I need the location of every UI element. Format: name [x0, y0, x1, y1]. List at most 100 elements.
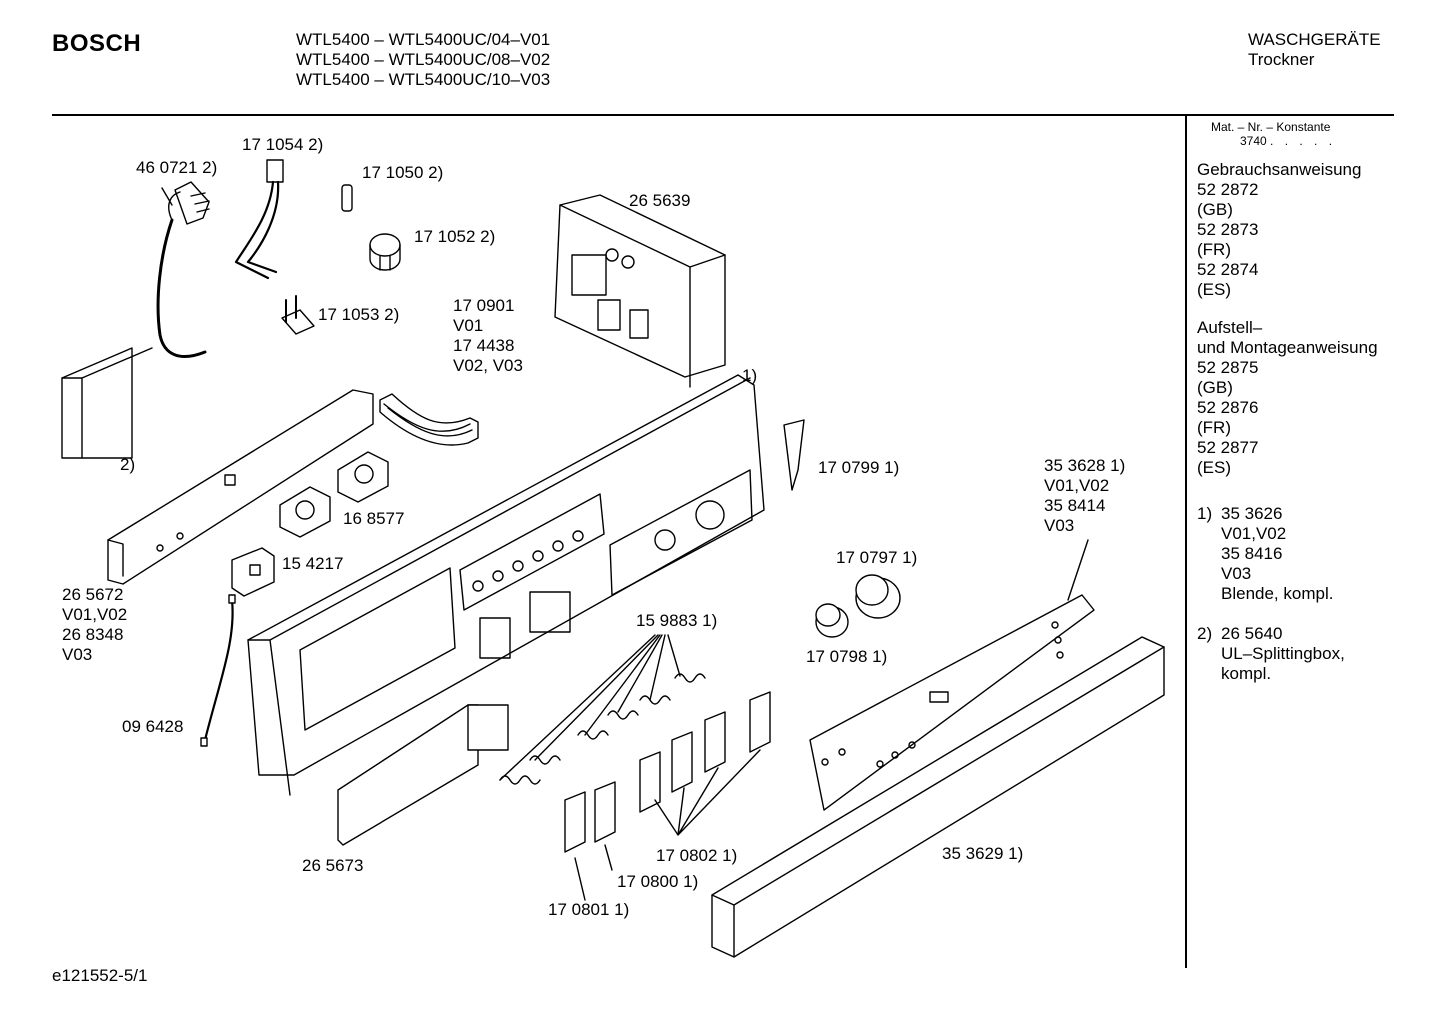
model-line: WTL5400 – WTL5400UC/04–V01: [296, 30, 551, 49]
install-title: Aufstell–: [1197, 318, 1263, 337]
part-label: 17 0798 1): [806, 647, 888, 666]
model-line: WTL5400 – WTL5400UC/10–V03: [296, 70, 551, 89]
footnote-line: 35 8416: [1221, 544, 1283, 563]
part-label: 17 0797 1): [836, 548, 918, 567]
manual-section: Gebrauchsanweisung 52 2872 (GB) 52 2873 …: [1197, 160, 1437, 300]
manual-item: 52 2873: [1197, 220, 1259, 239]
manual-item: 52 2874: [1197, 260, 1259, 279]
manual-title: Gebrauchsanweisung: [1197, 160, 1362, 179]
ribbon-cable-part: [379, 393, 479, 446]
footnote-line: V01,V02: [1221, 524, 1287, 543]
part-label: V03: [62, 645, 93, 664]
part-label: 15 9883 1): [636, 611, 718, 630]
install-section: Aufstell– und Montageanweisung 52 2875 (…: [1197, 318, 1437, 478]
footnote-line: 26 5640: [1221, 624, 1283, 643]
mat-label: Mat. – Nr. – Konstante: [1211, 120, 1331, 134]
install-item: 52 2877: [1197, 438, 1259, 457]
part-label: 26 5639: [629, 191, 691, 210]
install-item: (ES): [1197, 458, 1231, 477]
wire-harness-part: [234, 159, 284, 280]
manual-item: (FR): [1197, 240, 1231, 259]
mat-value: 3740: [1240, 134, 1267, 148]
install-title: und Montageanweisung: [1197, 338, 1378, 357]
power-cord-part: [156, 181, 210, 358]
bracket-part: [281, 295, 315, 335]
part-label: 1): [742, 366, 758, 385]
display-board-part: [337, 704, 509, 846]
knob-small-part: [815, 603, 849, 638]
model-list: WTL5400 – WTL5400UC/04–V01 WTL5400 – WTL…: [296, 30, 550, 90]
fuse-part: [341, 184, 353, 212]
part-label: 35 3628 1): [1044, 456, 1126, 475]
part-label: 16 8577: [343, 509, 405, 528]
part-label: 17 1050 2): [362, 163, 444, 182]
circuit-board-part: [107, 389, 374, 585]
footnote-line: kompl.: [1221, 664, 1272, 683]
part-label: 26 5673: [302, 856, 364, 875]
part-label: 17 1054 2): [242, 135, 324, 154]
selector-switch-part: [279, 451, 389, 538]
part-label: 17 0799 1): [818, 458, 900, 477]
category-block: WASCHGERÄTE Trockner: [1248, 30, 1381, 70]
install-item: 52 2876: [1197, 398, 1259, 417]
install-item: (GB): [1197, 378, 1233, 397]
part-label: V01,V02: [1044, 476, 1110, 495]
footnote-1: 1) 35 3626 V01,V02 35 8416 V03 Blende, k…: [1197, 504, 1437, 604]
door-switch-part: [231, 547, 275, 597]
part-label-group: 17 0901 V01 17 4438 V02, V03: [453, 296, 523, 376]
model-line: WTL5400 – WTL5400UC/08–V02: [296, 50, 551, 69]
part-label: V03: [1044, 516, 1075, 535]
drawing-id: e121552-5/1: [52, 966, 148, 985]
category-title: WASCHGERÄTE: [1248, 30, 1381, 49]
part-label: 15 4217: [282, 554, 344, 573]
capacitor-part: [369, 233, 401, 271]
control-module-part: [554, 194, 726, 388]
part-label-group: 35 3628 1) V01,V02 35 8414 V03: [1044, 456, 1125, 536]
manual-item: (ES): [1197, 280, 1231, 299]
light-pipe-part: [783, 419, 805, 491]
part-label: V02, V03: [453, 356, 523, 375]
install-item: 52 2875: [1197, 358, 1259, 377]
footnote-number: 2): [1197, 624, 1213, 643]
manual-item: (GB): [1197, 200, 1233, 219]
manual-item: 52 2872: [1197, 180, 1259, 199]
control-panel-housing-part: [247, 374, 765, 796]
part-label: 17 0800 1): [617, 872, 699, 891]
part-label: 17 4438: [453, 336, 515, 355]
part-label: V01,V02: [62, 605, 128, 624]
splitting-box-part: [61, 347, 153, 459]
part-label: 26 8348: [62, 625, 124, 644]
sensor-cable-part: [200, 594, 236, 747]
part-label: V01: [453, 316, 484, 335]
part-label: 26 5672: [62, 585, 124, 604]
part-label-group: 26 5672 V01,V02 26 8348 V03: [62, 585, 127, 665]
push-button-part: [564, 691, 771, 853]
brand-logo: BOSCH: [52, 30, 142, 57]
footnote-line: UL–Splittingbox,: [1221, 644, 1345, 663]
category-subtitle: Trockner: [1248, 50, 1315, 69]
part-label: 17 0801 1): [548, 900, 630, 919]
footnote-line: Blende, kompl.: [1221, 584, 1334, 603]
mat-value-row: 3740 . . . . .: [1240, 134, 1437, 148]
sidebar: Mat. – Nr. – Konstante 3740 . . . . . Ge…: [1197, 120, 1437, 684]
mat-dots: . . . . .: [1270, 134, 1337, 148]
footnote-line: V03: [1221, 564, 1252, 583]
footnote-line: 35 3626: [1221, 504, 1283, 523]
part-label: 17 1053 2): [318, 305, 400, 324]
panel-cover-part: [711, 636, 1165, 958]
part-label: 35 3629 1): [942, 844, 1024, 863]
knob-large-part: [855, 574, 901, 619]
leader-lines: [161, 187, 1089, 901]
decor-foil-part: [809, 594, 1095, 811]
part-label: 17 0901: [453, 296, 515, 315]
part-label: 35 8414: [1044, 496, 1106, 515]
header-divider: [52, 114, 1394, 116]
sidebar-divider: [1185, 116, 1187, 968]
part-label: 17 0802 1): [656, 846, 738, 865]
install-item: (FR): [1197, 418, 1231, 437]
footnote-number: 1): [1197, 504, 1213, 523]
part-label: 17 1052 2): [414, 227, 496, 246]
part-label: 09 6428: [122, 717, 184, 736]
part-label: 46 0721 2): [136, 158, 218, 177]
